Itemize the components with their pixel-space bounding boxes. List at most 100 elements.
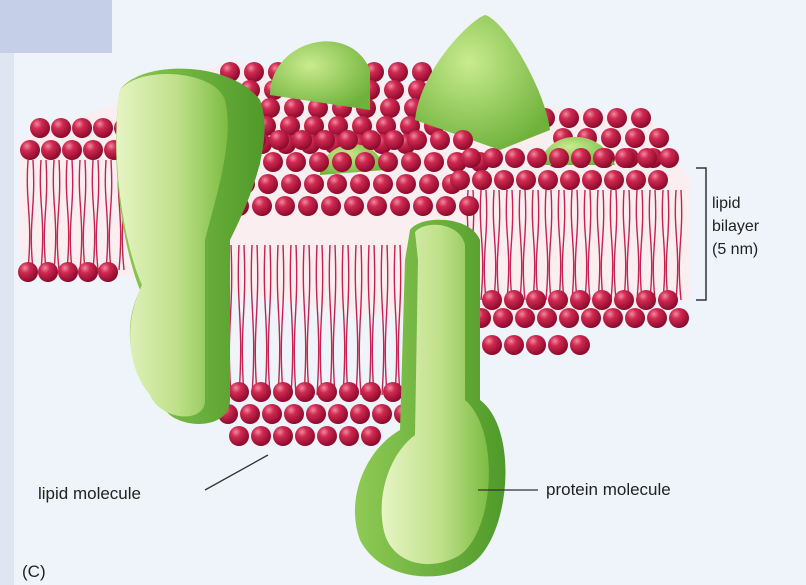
bilayer-label-line3: (5 nm) — [712, 238, 759, 261]
lipid-head — [583, 108, 603, 128]
lipid-head — [396, 174, 416, 194]
lipid-head — [317, 426, 337, 446]
lipid-head — [459, 196, 479, 216]
lipid-head — [388, 62, 408, 82]
lipid-head — [350, 404, 370, 424]
lipid-head — [30, 118, 50, 138]
lipid-head — [38, 262, 58, 282]
lipid-head — [373, 174, 393, 194]
bilayer-label-line1: lipid — [712, 192, 759, 215]
lipid-head — [262, 404, 282, 424]
lipid-head — [537, 308, 557, 328]
lipid-head — [367, 196, 387, 216]
lipid-head — [669, 308, 689, 328]
lipid-head — [372, 404, 392, 424]
lipid-head — [453, 130, 473, 150]
lipid-head — [306, 404, 326, 424]
lipid-head — [450, 170, 470, 190]
lipid-head — [229, 426, 249, 446]
lipid-head — [659, 148, 679, 168]
lipid-head — [83, 140, 103, 160]
lipid-head — [637, 148, 657, 168]
lipid-head — [240, 404, 260, 424]
bilayer-bracket — [696, 168, 706, 300]
lipid-head — [58, 262, 78, 282]
lipid-head — [78, 262, 98, 282]
lipid-head — [304, 174, 324, 194]
lipid-head — [592, 290, 612, 310]
lipid-head — [504, 335, 524, 355]
lipid-head — [419, 174, 439, 194]
lipid-head — [582, 170, 602, 190]
bilayer-label-line2: bilayer — [712, 215, 759, 238]
lipid-head — [390, 196, 410, 216]
lipid-head — [41, 140, 61, 160]
lipid-head — [526, 290, 546, 310]
lipid-head — [332, 152, 352, 172]
lipid-leader-line — [205, 455, 268, 490]
lipid-head — [361, 426, 381, 446]
lipid-head — [269, 130, 289, 150]
lipid-head — [286, 152, 306, 172]
lipid-head — [407, 130, 427, 150]
lipid-molecule-label: lipid molecule — [38, 484, 141, 504]
lipid-head — [258, 174, 278, 194]
bilayer-label: lipid bilayer (5 nm) — [712, 192, 759, 261]
lipid-head — [361, 130, 381, 150]
lipid-head — [515, 308, 535, 328]
lipid-head — [658, 290, 678, 310]
lipid-head — [548, 290, 568, 310]
lipid-head — [603, 308, 623, 328]
lipid-head — [626, 170, 646, 190]
lipid-head — [62, 140, 82, 160]
lipid-head — [384, 80, 404, 100]
lipid-head — [355, 152, 375, 172]
lipid-head — [273, 382, 293, 402]
lipid-head — [494, 170, 514, 190]
lipid-head — [295, 382, 315, 402]
lipid-head — [401, 152, 421, 172]
protein-molecule-label: protein molecule — [546, 480, 671, 500]
lipid-head — [631, 108, 651, 128]
lipid-head — [18, 262, 38, 282]
lipid-head — [625, 128, 645, 148]
lipid-head — [273, 426, 293, 446]
lipid-head — [275, 196, 295, 216]
lipid-head — [93, 118, 113, 138]
lipid-head — [252, 196, 272, 216]
lipid-head — [281, 174, 301, 194]
lipid-head — [350, 174, 370, 194]
lipid-head — [383, 382, 403, 402]
lipid-head — [472, 170, 492, 190]
lipid-head — [263, 152, 283, 172]
lipid-head — [615, 148, 635, 168]
lipid-head — [327, 174, 347, 194]
lipid-head — [72, 118, 92, 138]
lipid-head — [338, 130, 358, 150]
lipid-head — [298, 196, 318, 216]
lipid-head — [436, 196, 456, 216]
lipid-head — [344, 196, 364, 216]
lipid-head — [430, 130, 450, 150]
lipid-head — [593, 148, 613, 168]
lipid-head — [549, 148, 569, 168]
lipid-head — [482, 335, 502, 355]
lipid-head — [526, 335, 546, 355]
lipid-head — [493, 308, 513, 328]
lipid-head — [607, 108, 627, 128]
lipid-head — [504, 290, 524, 310]
lipid-head — [604, 170, 624, 190]
lipid-head — [548, 335, 568, 355]
lipid-head — [229, 382, 249, 402]
lipid-head — [339, 382, 359, 402]
lipid-head — [328, 404, 348, 424]
lipid-head — [483, 148, 503, 168]
lipid-head — [20, 140, 40, 160]
lipid-head — [292, 130, 312, 150]
lipid-head — [538, 170, 558, 190]
lipid-head — [647, 308, 667, 328]
lipid-head — [461, 148, 481, 168]
lipid-head — [625, 308, 645, 328]
lipid-head — [244, 62, 264, 82]
lipid-head — [413, 196, 433, 216]
